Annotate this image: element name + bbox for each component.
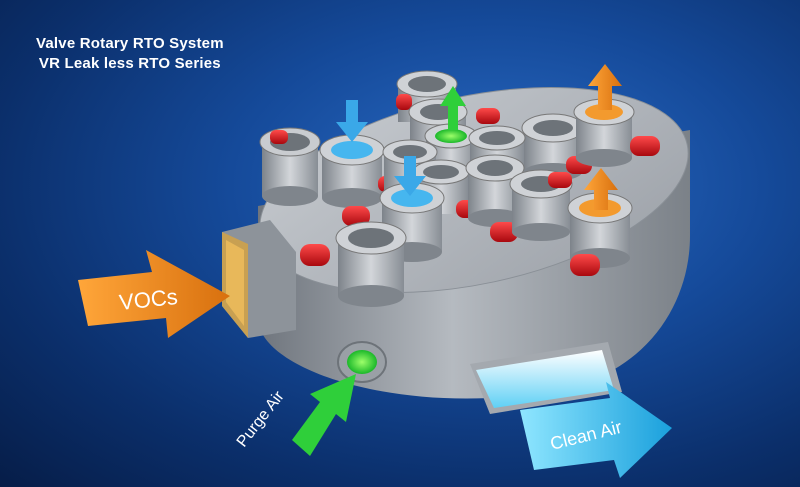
rto-body: [258, 86, 690, 399]
up-arrow-green: [440, 86, 466, 130]
vocs-arrow: VOCs: [78, 250, 230, 338]
down-arrow-blue-1: [336, 100, 368, 142]
up-arrow-orange-2: [584, 168, 618, 210]
purge-air-port: [337, 341, 387, 383]
valve-back-left: [259, 127, 321, 206]
up-arrow-orange-1: [588, 64, 622, 110]
vocs-label: VOCs: [118, 284, 179, 315]
valve-blue-inlet-2: [342, 182, 445, 262]
title-line-2: VR Leak less RTO Series: [38, 55, 221, 72]
valve-orange-top-right: [573, 98, 660, 167]
down-arrow-blue-2: [394, 156, 426, 196]
clean-air-arrow: Clean Air: [520, 382, 672, 478]
inlet-duct: [222, 220, 296, 338]
title-line-1: Valve Rotary RTO System: [36, 35, 224, 52]
valve-right-mid: [509, 169, 573, 241]
valve-front-left: [300, 221, 407, 307]
valve-blue-inlet-1: [319, 134, 402, 208]
purge-air-arrow: Purge Air: [234, 374, 356, 456]
diagram-title: Valve Rotary RTO System VR Leak less RTO…: [36, 34, 224, 74]
outlet-duct: [470, 342, 622, 414]
purge-air-label: Purge Air: [234, 388, 288, 451]
